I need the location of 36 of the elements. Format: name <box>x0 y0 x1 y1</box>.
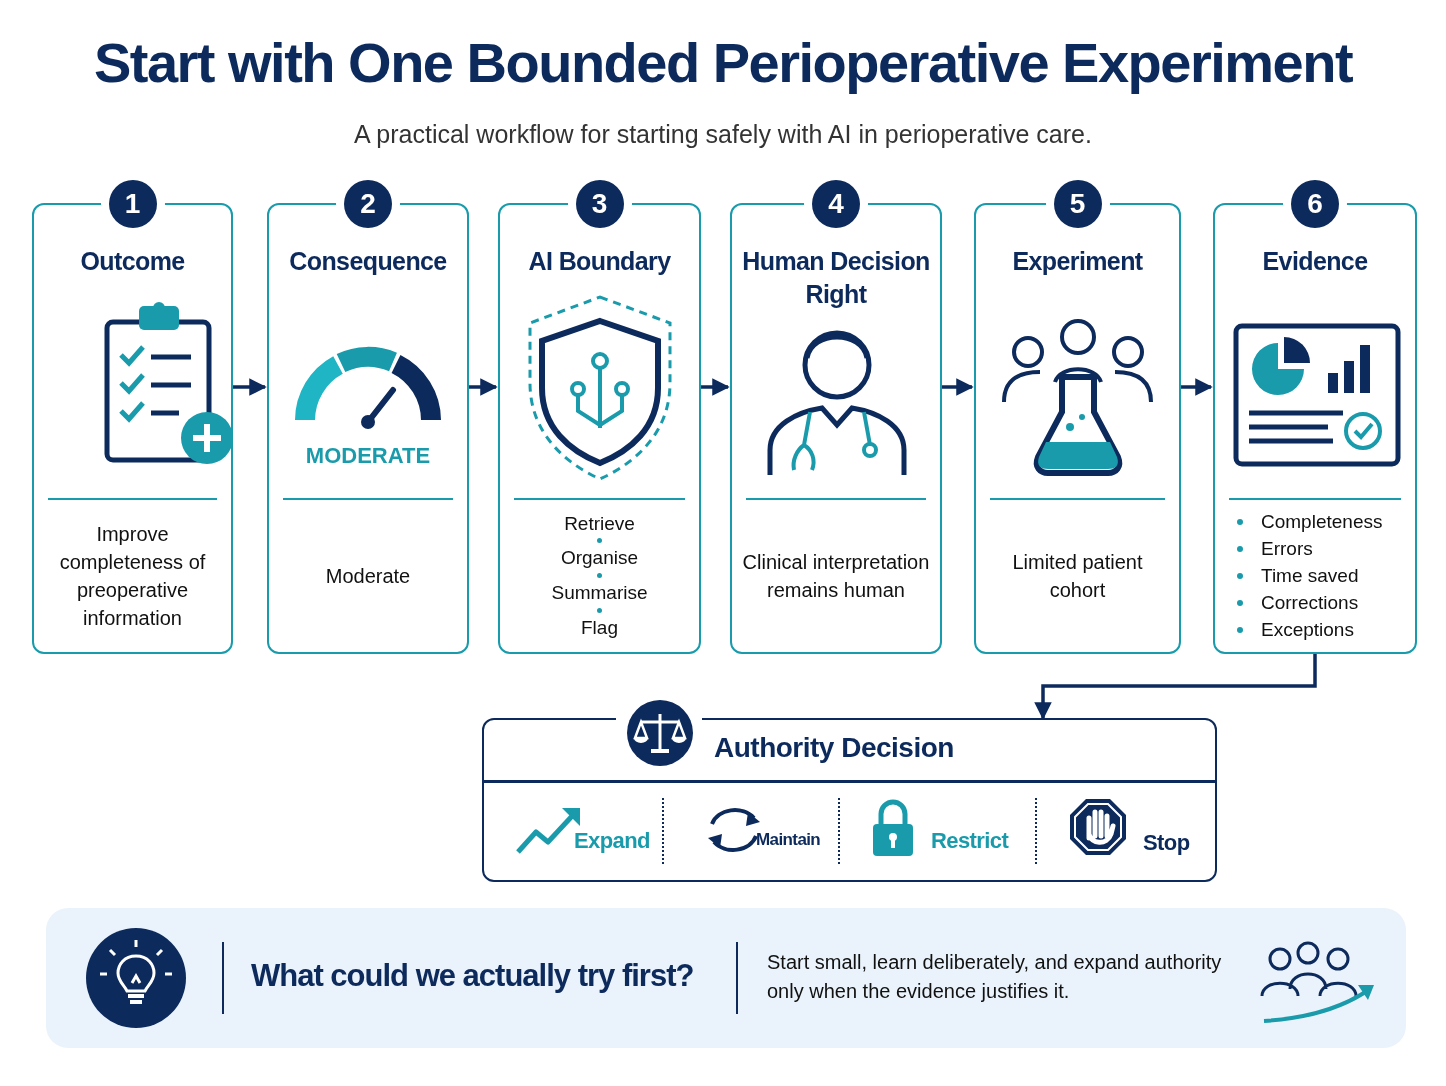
bullet-item: Exceptions <box>1261 618 1354 642</box>
list-item: Flag <box>581 615 618 640</box>
list-item: Summarise <box>551 581 648 605</box>
step-description: Moderate <box>325 563 411 589</box>
arrow <box>701 378 730 396</box>
arrow <box>1034 654 1317 720</box>
arrow <box>233 378 267 396</box>
bullet-item: Completeness <box>1261 510 1383 534</box>
option-label: Maintain <box>756 830 821 850</box>
panel-heading: Authority Decision <box>714 732 954 764</box>
bullet-item: Errors <box>1261 537 1313 561</box>
step-description: Clinical interpretation remains human <box>742 549 930 603</box>
step-heading: AI Boundary <box>527 246 672 277</box>
title: Start with One Bounded Perioperative Experiment <box>92 30 1354 95</box>
arrow <box>942 378 974 396</box>
rating-label: MODERATE <box>304 443 432 469</box>
step-heading: Outcome <box>79 246 186 277</box>
banner <box>46 908 1406 1048</box>
option-label: Restrict <box>931 828 1009 854</box>
list-item: Retrieve <box>564 511 635 536</box>
step-heading: Experiment <box>1011 246 1144 277</box>
subtitle: A practical workflow for starting safely with AI in perioperative care. <box>353 120 1093 149</box>
banner-text: Start small, learn deliberately, and expand authority only when the evidence justifies it. <box>767 950 1223 1004</box>
arrow <box>1181 378 1213 396</box>
bullet-item: Corrections <box>1261 591 1359 615</box>
arrow <box>469 378 498 396</box>
option-label: Expand <box>574 828 650 854</box>
step-description: Improve completeness of preoperative information <box>58 521 207 631</box>
list-item: Organise <box>560 546 639 570</box>
step-heading: Human Decision Right <box>741 246 931 310</box>
banner-question: What could we actually try first? <box>251 958 694 994</box>
step-description: Limited patient cohort <box>1011 549 1144 603</box>
option-label: Stop <box>1143 830 1190 856</box>
step-heading: Consequence <box>288 246 448 277</box>
bullet-item: Time saved <box>1261 564 1359 588</box>
step-heading: Evidence <box>1261 246 1369 277</box>
